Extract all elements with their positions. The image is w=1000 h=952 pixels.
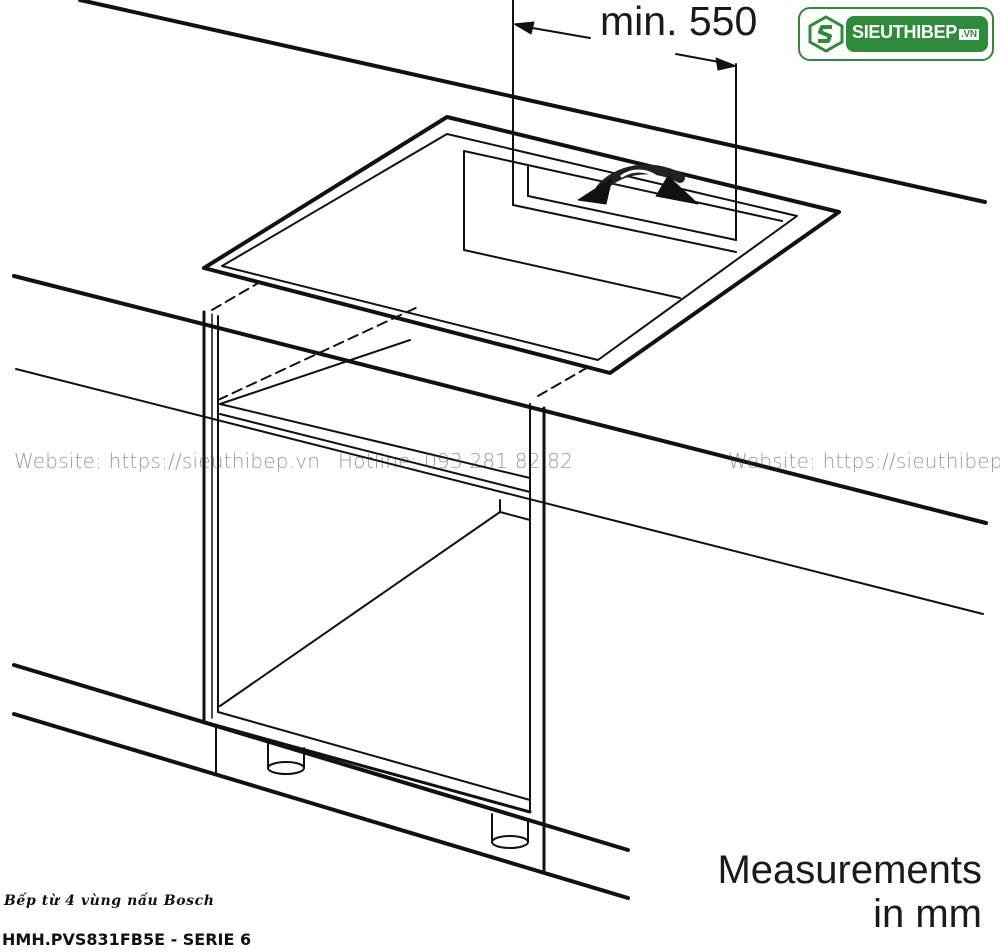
cabinet-foot-left [267,739,305,775]
dimension-arrowhead-left [513,21,535,35]
plinth-top-line [12,663,630,852]
inner-back-top [463,150,783,222]
inner-floor-back [463,249,681,299]
dimension-label: min. 550 [600,0,758,44]
watermark-hotline: Hotline: 093 281 82 82 [338,449,574,473]
airflow-arrow-inner-icon [620,169,662,182]
cutout-outer-frame [202,115,841,375]
airflow-arrowhead-in [655,175,699,205]
logo-wordmark: SIEUTHIBEP.VN [852,22,979,42]
watermark-website-right: Website: https://sieuthibep.vn [728,449,1000,473]
cabinet-rear-shelf [499,511,531,521]
countertop-front-edge [12,274,988,525]
product-caption-model: HMH.PVS831FB5E - SERIE 6 [2,930,252,949]
hidden-line-center [217,305,421,401]
watermark-website-left: Website: https://sieuthibep.vn [14,449,321,473]
cabinet-top-rail-upper [219,403,531,479]
logo-s-icon [808,15,844,53]
plinth-bottom-line [12,712,630,900]
brand-logo: SIEUTHIBEP.VN [798,7,994,61]
airflow-arrowhead-out [577,177,613,205]
rear-gap-strip-top [512,204,737,253]
hidden-line-right [537,365,591,397]
countertop-back-edge [78,0,987,204]
cabinet-bottom-front [202,720,532,814]
cabinet-bottom-diagonal [219,511,501,707]
product-caption-title: Bếp từ 4 vùng nấu Bosch [4,893,215,909]
measurement-note: Measurements in mm [717,848,982,936]
cabinet-foot-right [491,813,529,849]
dimension-arrowhead-right [715,57,737,71]
rear-gap-strip-top2 [527,195,737,241]
cabinet-bottom-front-inner [217,711,531,801]
cabinet-top-rail-back [219,339,411,405]
countertop-underside-edge [15,368,984,615]
hidden-line-left [211,281,261,311]
measurement-note-line2: in mm [873,892,982,936]
cabinet-top-rail-lower [219,413,531,493]
logo-wordmark-pill: SIEUTHIBEP.VN [846,16,988,52]
measurement-note-line1: Measurements [717,848,982,892]
